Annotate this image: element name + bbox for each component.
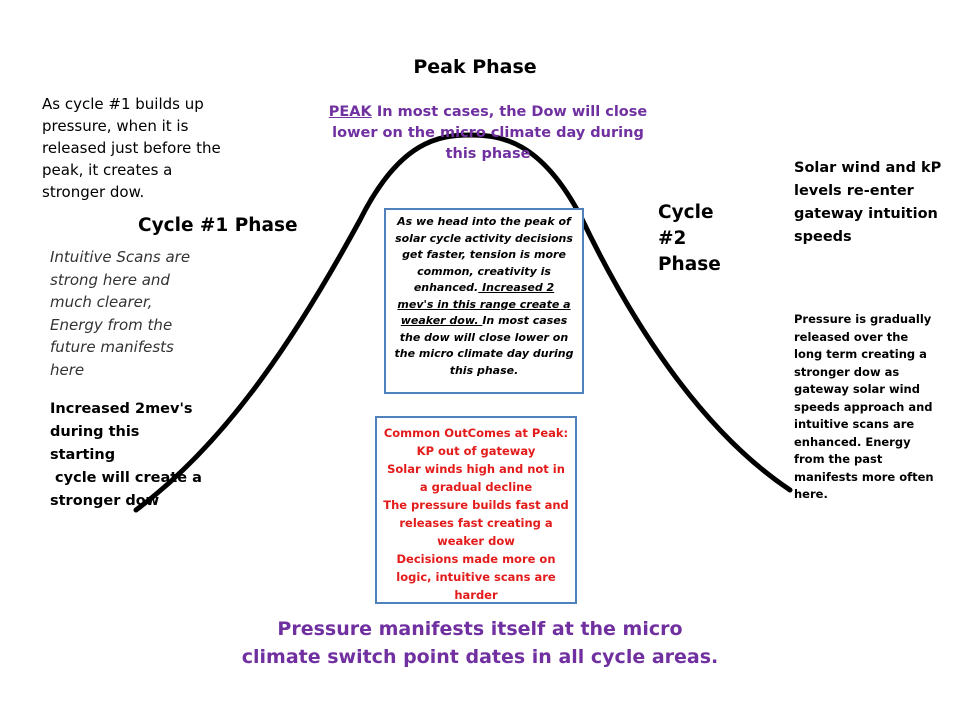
bell-curve-line <box>133 132 793 513</box>
increased-2mev-text: Increased 2mev's during this starting cy… <box>50 398 202 513</box>
intuitive-scans-text: Intuitive Scans are strong here and much… <box>50 248 191 379</box>
bottom-note: Pressure manifests itself at the micro c… <box>230 615 730 671</box>
pressure-released-text: Pressure is gradually released over the … <box>794 312 934 501</box>
peak-box-text: In most cases the dow will close lower o… <box>394 314 574 377</box>
solar-wind-text: Solar wind and kP levels re-enter gatewa… <box>794 160 942 245</box>
increased-line: during this <box>50 424 140 440</box>
bottom-note-line: Pressure manifests itself at the micro <box>277 618 683 640</box>
increased-line: stronger dow <box>50 493 160 509</box>
increased-line: Increased 2mev's <box>50 401 193 417</box>
cycle1-phase-label: Cycle #1 Phase <box>138 215 298 236</box>
outcome-line: The pressure builds fast and releases fa… <box>383 498 569 548</box>
peak-note-label: PEAK <box>328 104 372 120</box>
outcome-line: Decisions made more on logic, intuitive … <box>396 552 556 602</box>
cycle2-phase-label: Cycle #2 Phase <box>658 202 721 275</box>
common-outcomes-box: Common OutComes at Peak: KP out of gatew… <box>375 416 577 604</box>
outcome-line: Solar winds high and not in a gradual de… <box>387 462 565 494</box>
increased-line: starting <box>50 447 116 463</box>
page-title: Peak Phase <box>413 56 537 78</box>
outcome-line: Common OutComes at Peak: KP out of gatew… <box>383 426 569 458</box>
peak-box-underlined-text: Increased 2 mev's in this range create a… <box>397 281 571 327</box>
peak-note-text: In most cases, the Dow will close lower … <box>332 104 648 162</box>
peak-description-box: As we head into the peak of solar cycle … <box>384 208 584 394</box>
cycle1-intro-text: As cycle #1 builds up pressure, when it … <box>42 95 221 201</box>
peak-note: PEAK In most cases, the Dow will close l… <box>322 102 654 165</box>
peak-box-text: As we head into the peak of solar cycle … <box>395 215 573 294</box>
bottom-note-line: climate switch point dates in all cycle … <box>241 646 719 668</box>
increased-line: cycle will create a <box>50 470 202 486</box>
